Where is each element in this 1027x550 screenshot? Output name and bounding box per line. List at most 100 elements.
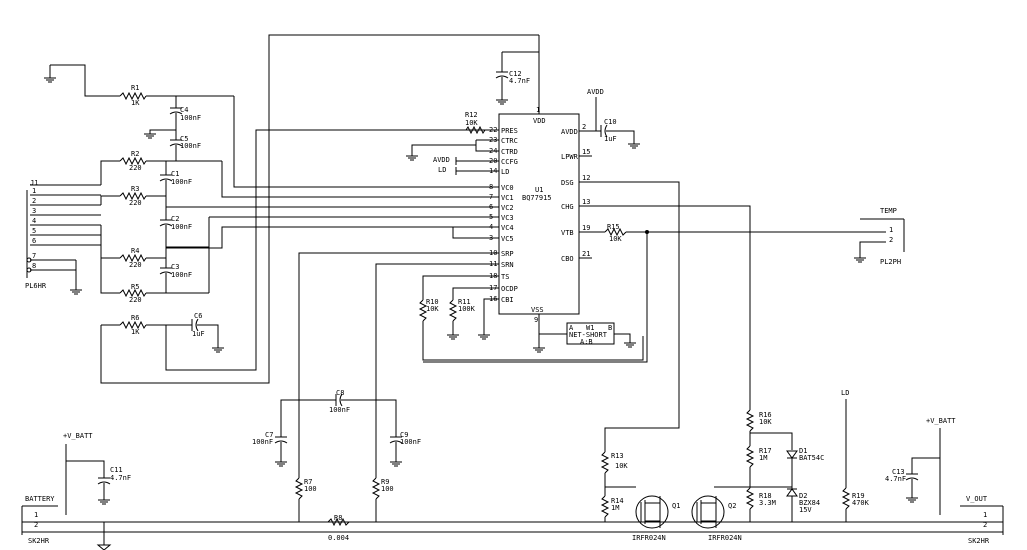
- j1-pin-3: 3: [32, 207, 36, 215]
- c10-value: 1uF: [604, 135, 617, 143]
- vout-pin-1: 1: [983, 511, 987, 519]
- avdd-top-label: AVDD: [587, 88, 604, 96]
- r8-ref: R8: [334, 514, 342, 522]
- input-resistors: R1 1K R2 220 R3 220 R4 220 R5 220 R6 1K: [119, 84, 147, 336]
- r2-ref: R2: [131, 150, 139, 158]
- c13-value: 4.7nF: [885, 475, 906, 483]
- r12-ref: R12: [465, 111, 478, 119]
- r5-value: 220: [129, 296, 142, 304]
- ic-pin-srp-name: SRP: [501, 250, 514, 258]
- q2-value: IRFR024N: [708, 534, 742, 542]
- r12-value: 10K: [465, 119, 478, 127]
- vout-part: SK2HR: [968, 537, 990, 545]
- j1-pin-5: 5: [32, 227, 36, 235]
- ground-symbol: [447, 334, 459, 340]
- ground-symbol: [406, 155, 418, 161]
- d2-value: BZX84: [799, 499, 820, 507]
- d2-ref: D2: [799, 492, 807, 500]
- ld-left-label: LD: [438, 166, 446, 174]
- fet-drive: R15 10K: [423, 181, 886, 452]
- d1-value: BAT54C: [799, 454, 824, 462]
- r6-ref: R6: [131, 314, 139, 322]
- r17-value: 1M: [759, 454, 767, 462]
- r15-value: 10K: [609, 235, 622, 243]
- c1-ref: C1: [171, 170, 179, 178]
- q1-value: IRFR024N: [632, 534, 666, 542]
- ic-pin-vc0-name: VC0: [501, 184, 514, 192]
- r14-value: 1M: [611, 504, 619, 512]
- c5-ref: C5: [180, 135, 188, 143]
- ic-pin-ts-name: TS: [501, 273, 509, 281]
- r1-ref: R1: [131, 84, 139, 92]
- j1-pin-2: 2: [32, 197, 36, 205]
- ground-symbol: [906, 497, 918, 503]
- ground-symbol: [98, 499, 110, 505]
- cap-c12: C12 4.7nF: [495, 70, 530, 100]
- vout-label: V_OUT: [966, 495, 988, 503]
- c11-ref: C11: [110, 466, 123, 474]
- ic-bottom-pin-name: VSS: [531, 306, 544, 314]
- d1-ref: D1: [799, 447, 807, 455]
- d2-value2: 15V: [799, 506, 812, 514]
- ground-symbol: [628, 143, 640, 149]
- net-short-w1: A W1 B NET-SHORT A:B: [539, 322, 631, 346]
- ground-symbol: [854, 257, 866, 263]
- sense-network: C7 100nF C8 100nF C9 100nF R7 100 R9 100: [252, 252, 499, 522]
- ic-pin-cbo-name: CBO: [561, 255, 574, 263]
- ic-pin-ocdp-name: OCDP: [501, 285, 518, 293]
- ground-symbol: [496, 99, 508, 105]
- ic-pin-vtb-num: 19: [582, 224, 590, 232]
- r16-ref: R16: [759, 411, 772, 419]
- r10-ref: R10: [426, 298, 439, 306]
- top-wiring: [100, 34, 539, 384]
- temp-part: PL2PH: [880, 258, 901, 266]
- battery-label: BATTERY: [25, 495, 55, 503]
- ic-top-pin-num: 1: [536, 106, 540, 114]
- temp-pin-2: 2: [889, 236, 893, 244]
- battery-pin-1: 1: [34, 511, 38, 519]
- ic-pin-ld-name: LD: [501, 168, 509, 176]
- r11-ref: R11: [458, 298, 471, 306]
- q1-ref: Q1: [672, 502, 680, 510]
- r13-value: 10K: [615, 462, 628, 470]
- r16-value: 10K: [759, 418, 772, 426]
- c2-ref: C2: [171, 215, 179, 223]
- ic-pin-lpwr-num: 15: [582, 148, 590, 156]
- connector-battery: BATTERY 1 2 SK2HR +V_BATT C11 4.7nF: [21, 432, 131, 545]
- j1-ref: J1: [30, 179, 38, 187]
- q2-body: [691, 495, 725, 529]
- r3-value: 220: [129, 199, 142, 207]
- c12-value: 4.7nF: [509, 77, 530, 85]
- ground-symbol: [70, 289, 82, 295]
- c10-ref: C10: [604, 118, 617, 126]
- ground-symbol: [144, 133, 156, 139]
- c6-value: 1uF: [192, 330, 205, 338]
- r5-ref: R5: [131, 283, 139, 291]
- connector-vout: V_OUT 1 2 SK2HR +V_BATT C13 4.7nF: [885, 417, 1004, 545]
- r14-ref: R14: [611, 497, 624, 505]
- r18-ref: R18: [759, 492, 772, 500]
- ic-pin-vc2-name: VC2: [501, 204, 514, 212]
- ic-pin-vc3-name: VC3: [501, 214, 514, 222]
- ground-symbol: [44, 77, 56, 83]
- temp-label: TEMP: [880, 207, 897, 215]
- ic-pin-vc5-name: VC5: [501, 235, 514, 243]
- q2-gate-network: R16 10K R17 1M R18 3.3M D1 BAT54C D2 BZX…: [691, 409, 824, 542]
- connector-temp: TEMP 1 2 PL2PH: [859, 207, 905, 266]
- cell-input-network: [30, 64, 499, 371]
- connector-j1: J1 1 2 3 4 5 6 7 8 PL6HR: [25, 179, 47, 290]
- q1-gate-network: R13 10K R14 1M Q1 IRFR024N: [600, 451, 680, 542]
- r9-ref: R9: [381, 478, 389, 486]
- ic-pin-ctrd-name: CTRD: [501, 148, 518, 156]
- temp-pin-1: 1: [889, 226, 893, 234]
- ic-pin-vc4-name: VC4: [501, 224, 514, 232]
- ground-symbols: [44, 77, 918, 550]
- w1-value2: A:B: [580, 338, 593, 346]
- q2-ref: Q2: [728, 502, 736, 510]
- r15-ref: R15: [607, 223, 620, 231]
- ts-ocdp-network: R10 10K R11 100K: [418, 275, 644, 361]
- ic-pin-cbi-name: CBI: [501, 296, 514, 304]
